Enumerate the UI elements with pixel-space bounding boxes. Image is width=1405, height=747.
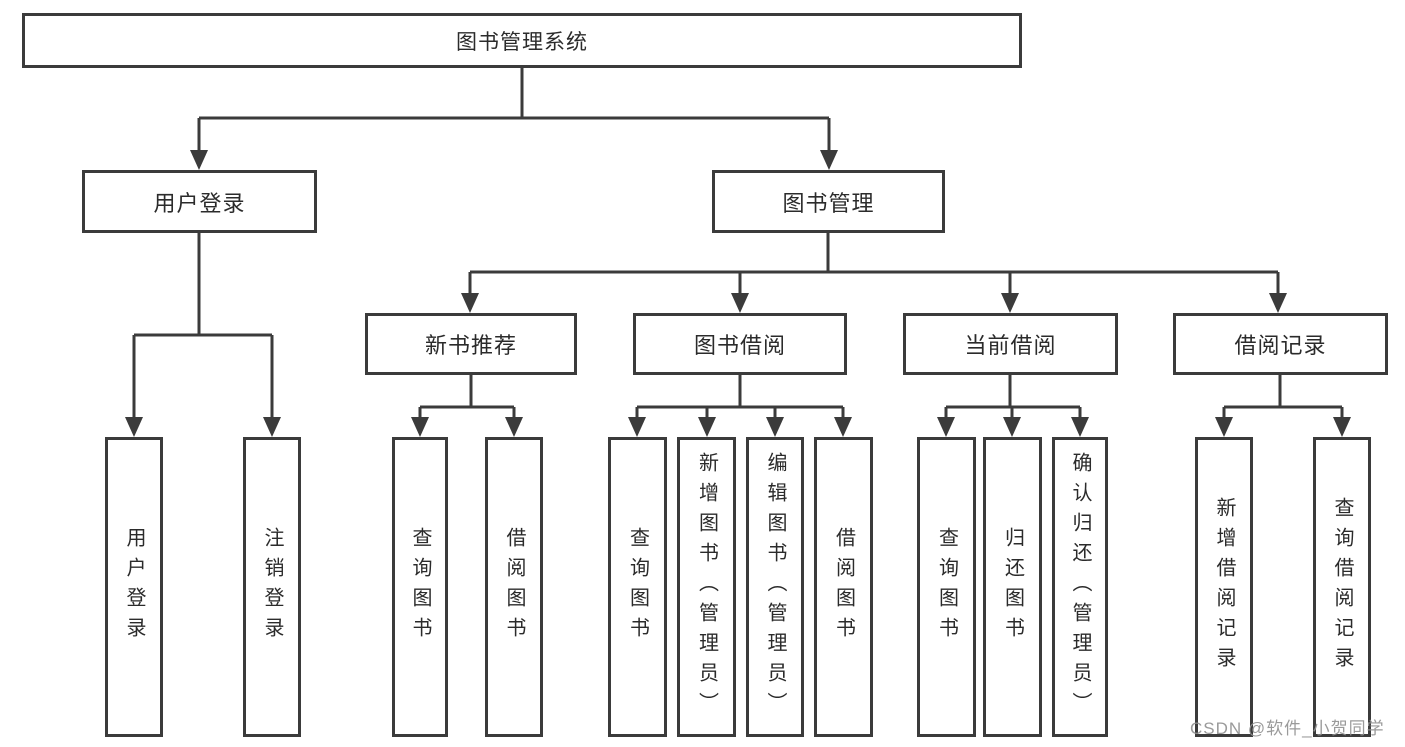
leaf-logout: 注销登录: [243, 437, 301, 737]
arrowhead: [1269, 293, 1287, 313]
connector-borrowrecords-to-leaves: [1222, 375, 1344, 417]
connector-userlogin-to-leaves: [132, 233, 274, 417]
node-user-login: 用户登录: [82, 170, 317, 233]
leaf-user-login-label: 用户登录: [123, 527, 145, 647]
arrowhead: [820, 150, 838, 170]
node-book-management: 图书管理: [712, 170, 945, 233]
leaf-borrow-books-1-label: 借阅图书: [503, 527, 525, 647]
csdn-watermark: CSDN @软件_小贺同学: [1190, 719, 1385, 738]
leaf-borrow-books-1: 借阅图书: [485, 437, 543, 737]
arrowhead: [125, 417, 143, 437]
leaf-logout-label: 注销登录: [261, 527, 283, 647]
arrowhead: [190, 150, 208, 170]
connector-currentborrow-to-leaves: [944, 375, 1082, 417]
arrowhead: [263, 417, 281, 437]
leaf-return-book: 归还图书: [983, 437, 1042, 737]
leaf-add-borrow-record: 新增借阅记录: [1195, 437, 1253, 737]
arrowhead: [1001, 293, 1019, 313]
arrowhead: [1071, 417, 1089, 437]
leaf-edit-book-admin: 编辑图书（管理员）: [746, 437, 804, 737]
leaf-user-login: 用户登录: [105, 437, 163, 737]
leaf-query-books-3-label: 查询图书: [935, 527, 958, 647]
connector-bookborrow-to-leaves: [635, 375, 845, 417]
node-current-borrowing: 当前借阅: [903, 313, 1118, 375]
arrowheads: [125, 150, 1351, 437]
arrowhead: [1333, 417, 1351, 437]
leaf-borrow-books-2: 借阅图书: [814, 437, 873, 737]
arrowhead: [731, 293, 749, 313]
leaf-borrow-books-2-label: 借阅图书: [832, 527, 855, 647]
leaf-query-books-1-label: 查询图书: [409, 527, 431, 647]
connector-newbook-to-leaves: [418, 375, 516, 417]
leaf-add-book-admin: 新增图书（管理员）: [677, 437, 736, 737]
arrowhead: [937, 417, 955, 437]
leaf-add-borrow-record-label: 新增借阅记录: [1213, 497, 1235, 677]
arrowhead: [834, 417, 852, 437]
connector-root-to-level1: [197, 68, 831, 150]
leaf-query-books-3: 查询图书: [917, 437, 976, 737]
arrowhead: [1215, 417, 1233, 437]
leaf-query-borrow-record: 查询借阅记录: [1313, 437, 1371, 737]
leaf-confirm-return-admin-label: 确认归还（管理员）: [1069, 452, 1091, 722]
arrowhead: [766, 417, 784, 437]
arrowhead: [411, 417, 429, 437]
connector-bookmgmt-to-level2: [468, 233, 1280, 293]
leaf-query-books-1: 查询图书: [392, 437, 448, 737]
leaf-query-books-2: 查询图书: [608, 437, 667, 737]
leaf-edit-book-admin-label: 编辑图书（管理员）: [764, 452, 786, 722]
arrowhead: [505, 417, 523, 437]
node-book-borrowing: 图书借阅: [633, 313, 847, 375]
leaf-query-borrow-record-label: 查询借阅记录: [1331, 497, 1353, 677]
arrowhead: [1003, 417, 1021, 437]
arrowhead: [461, 293, 479, 313]
node-library-management-system: 图书管理系统: [22, 13, 1022, 68]
leaf-query-books-2-label: 查询图书: [626, 527, 649, 647]
node-new-book-recommendation: 新书推荐: [365, 313, 577, 375]
leaf-add-book-admin-label: 新增图书（管理员）: [695, 452, 718, 722]
leaf-return-book-label: 归还图书: [1001, 527, 1024, 647]
node-borrowing-records: 借阅记录: [1173, 313, 1388, 375]
leaf-confirm-return-admin: 确认归还（管理员）: [1052, 437, 1108, 737]
arrowhead: [698, 417, 716, 437]
arrowhead: [628, 417, 646, 437]
